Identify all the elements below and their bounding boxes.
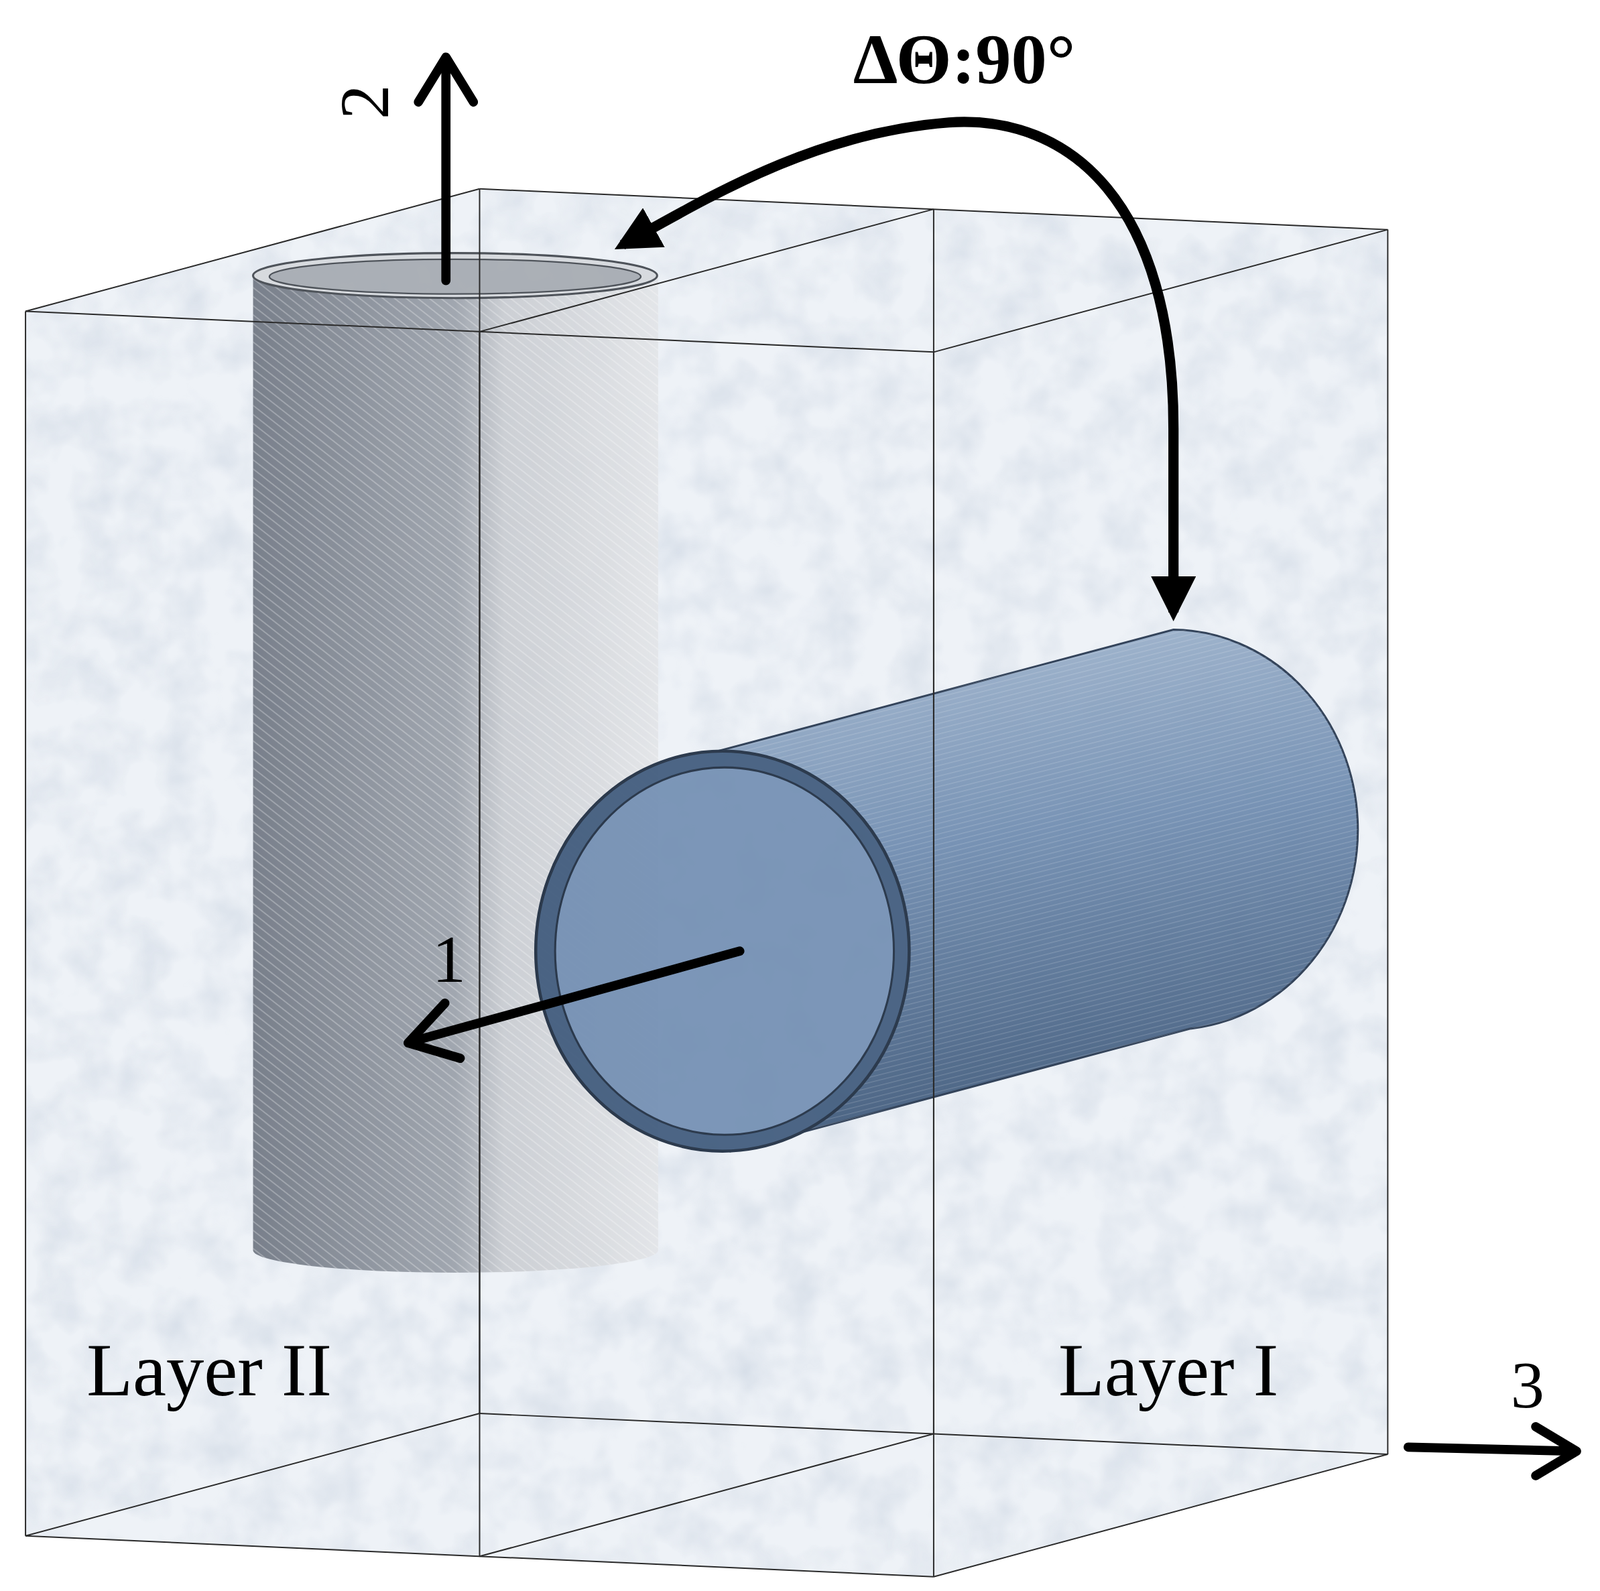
axis-arrows bbox=[408, 56, 1577, 1476]
axis-label: 3 bbox=[1510, 1351, 1545, 1419]
fiber-tube-horizontal bbox=[535, 630, 1359, 1152]
axis-label: 1 bbox=[432, 925, 466, 993]
fiber-tube-vertical bbox=[253, 253, 659, 1273]
axis-label: 2 bbox=[330, 84, 401, 120]
angle-label: ΔΘ:90° bbox=[853, 23, 1076, 96]
layer-label: Layer I bbox=[1058, 1332, 1279, 1409]
layer-label: Layer II bbox=[86, 1332, 332, 1409]
rotation-arrow bbox=[622, 121, 1174, 613]
layer-box-edges bbox=[25, 189, 1388, 1578]
